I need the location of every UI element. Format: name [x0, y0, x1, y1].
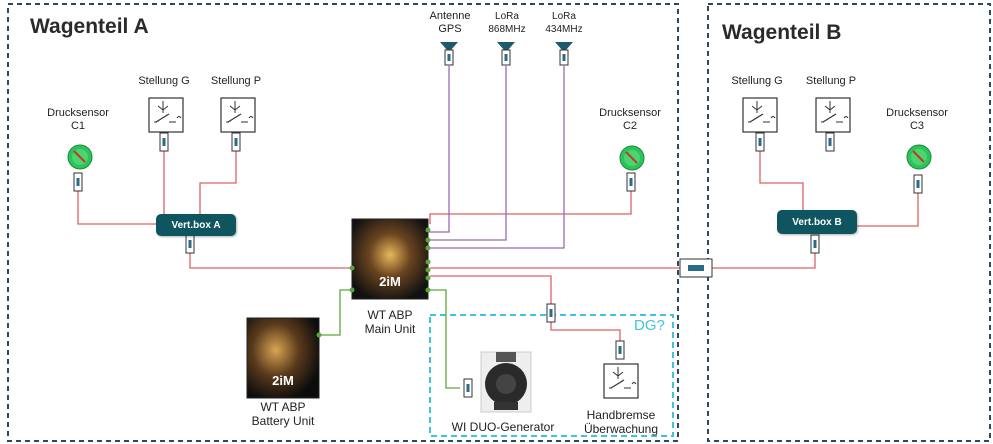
pressure-sensor-c1-label: Drucksensor C1: [40, 107, 116, 133]
switch-stellung-g-b-icon: [742, 97, 778, 133]
pressure-sensor-c1-line1: Drucksensor: [47, 107, 109, 119]
stellung-g-a-label: Stellung G: [138, 75, 190, 87]
antenna-lora-434-label: LoRa 434MHz: [539, 10, 589, 36]
antenna-gps-label: Antenne GPS: [424, 10, 476, 36]
purple-wires: [428, 66, 565, 249]
battery-unit-line1: WT ABP: [260, 400, 306, 414]
plug-stellung-p-a: [231, 132, 241, 152]
switch-stellung-p-a-icon: [220, 97, 256, 133]
dg-group-label: DG?: [634, 317, 665, 334]
antenna-lora-434-line1: LoRa: [552, 11, 576, 22]
plug-dg: [546, 303, 556, 323]
battery-unit-device: [246, 317, 322, 399]
stellung-g-b-label: Stellung G: [731, 75, 783, 87]
plug-generator: [463, 378, 473, 398]
plug-handbrake: [615, 340, 625, 360]
main-unit-logo: 2iM: [379, 274, 401, 289]
switch-stellung-g-a-icon: [148, 97, 184, 133]
antenna-gps-line2: GPS: [438, 23, 462, 35]
antenna-gps-icon: [439, 41, 459, 66]
handbrake-label: Handbremse Überwachung: [576, 408, 666, 436]
green-wires: [320, 289, 460, 389]
section-b-frame: [707, 3, 991, 442]
vertbox-b: Vert.box B: [777, 210, 857, 234]
pressure-sensor-c3-label: Drucksensor C3: [879, 107, 955, 133]
plug-stellung-g-a: [159, 132, 169, 152]
antenna-lora-868-label: LoRa 868MHz: [482, 10, 532, 36]
section-a-frame: [7, 3, 679, 442]
plug-stellung-g-b: [755, 132, 765, 152]
plug-stellung-p-b: [825, 132, 835, 152]
generator-device: [480, 351, 532, 413]
handbrake-line1: Handbremse: [586, 408, 656, 422]
generator-label: WI DUO-Generator: [451, 420, 555, 434]
pressure-sensor-c3-line1: Drucksensor: [886, 107, 948, 119]
pressure-sensor-c2-line2: C2: [622, 120, 638, 132]
plug-vertbox-a: [185, 234, 195, 254]
antenna-gps-line1: Antenne: [429, 10, 471, 22]
main-unit-device: [349, 218, 431, 300]
antenna-lora-868-line2: 868MHz: [488, 24, 526, 35]
pressure-sensor-c3-icon: [906, 144, 932, 170]
plug-c3: [913, 174, 923, 194]
handbrake-line2: Überwachung: [583, 422, 659, 436]
pressure-sensor-c1-icon: [67, 144, 93, 170]
antenna-lora-434-line2: 434MHz: [545, 24, 583, 35]
switch-stellung-p-b-icon: [815, 97, 851, 133]
main-unit-line2: Main Unit: [364, 322, 416, 336]
coupler-icon: [679, 258, 713, 278]
antenna-lora-868-line1: LoRa: [495, 11, 519, 22]
main-unit-label: WT ABP Main Unit: [350, 308, 430, 336]
pressure-sensor-c2-label: Drucksensor C2: [592, 107, 668, 133]
battery-unit-line2: Battery Unit: [251, 414, 315, 428]
antenna-lora-868-icon: [496, 41, 516, 66]
plug-c1: [73, 172, 83, 192]
pressure-sensor-c2-line1: Drucksensor: [599, 107, 661, 119]
pressure-sensor-c3-line2: C3: [909, 120, 925, 132]
vertbox-a: Vert.box A: [156, 214, 236, 236]
pressure-sensor-c2-icon: [619, 145, 645, 171]
main-unit-line1: WT ABP: [367, 308, 413, 322]
section-b-title: Wagenteil B: [722, 21, 842, 44]
switch-handbrake-icon: [603, 363, 639, 399]
stellung-p-a-label: Stellung P: [210, 75, 262, 87]
plug-c2: [626, 172, 636, 192]
red-wires: [77, 150, 919, 342]
pressure-sensor-c1-line2: C1: [70, 120, 86, 132]
battery-unit-logo: 2iM: [272, 373, 294, 388]
antenna-lora-434-icon: [554, 41, 574, 66]
section-a-title: Wagenteil A: [30, 15, 149, 38]
stellung-p-b-label: Stellung P: [805, 75, 857, 87]
battery-unit-label: WT ABP Battery Unit: [240, 400, 326, 428]
plug-vertbox-b: [810, 234, 820, 254]
